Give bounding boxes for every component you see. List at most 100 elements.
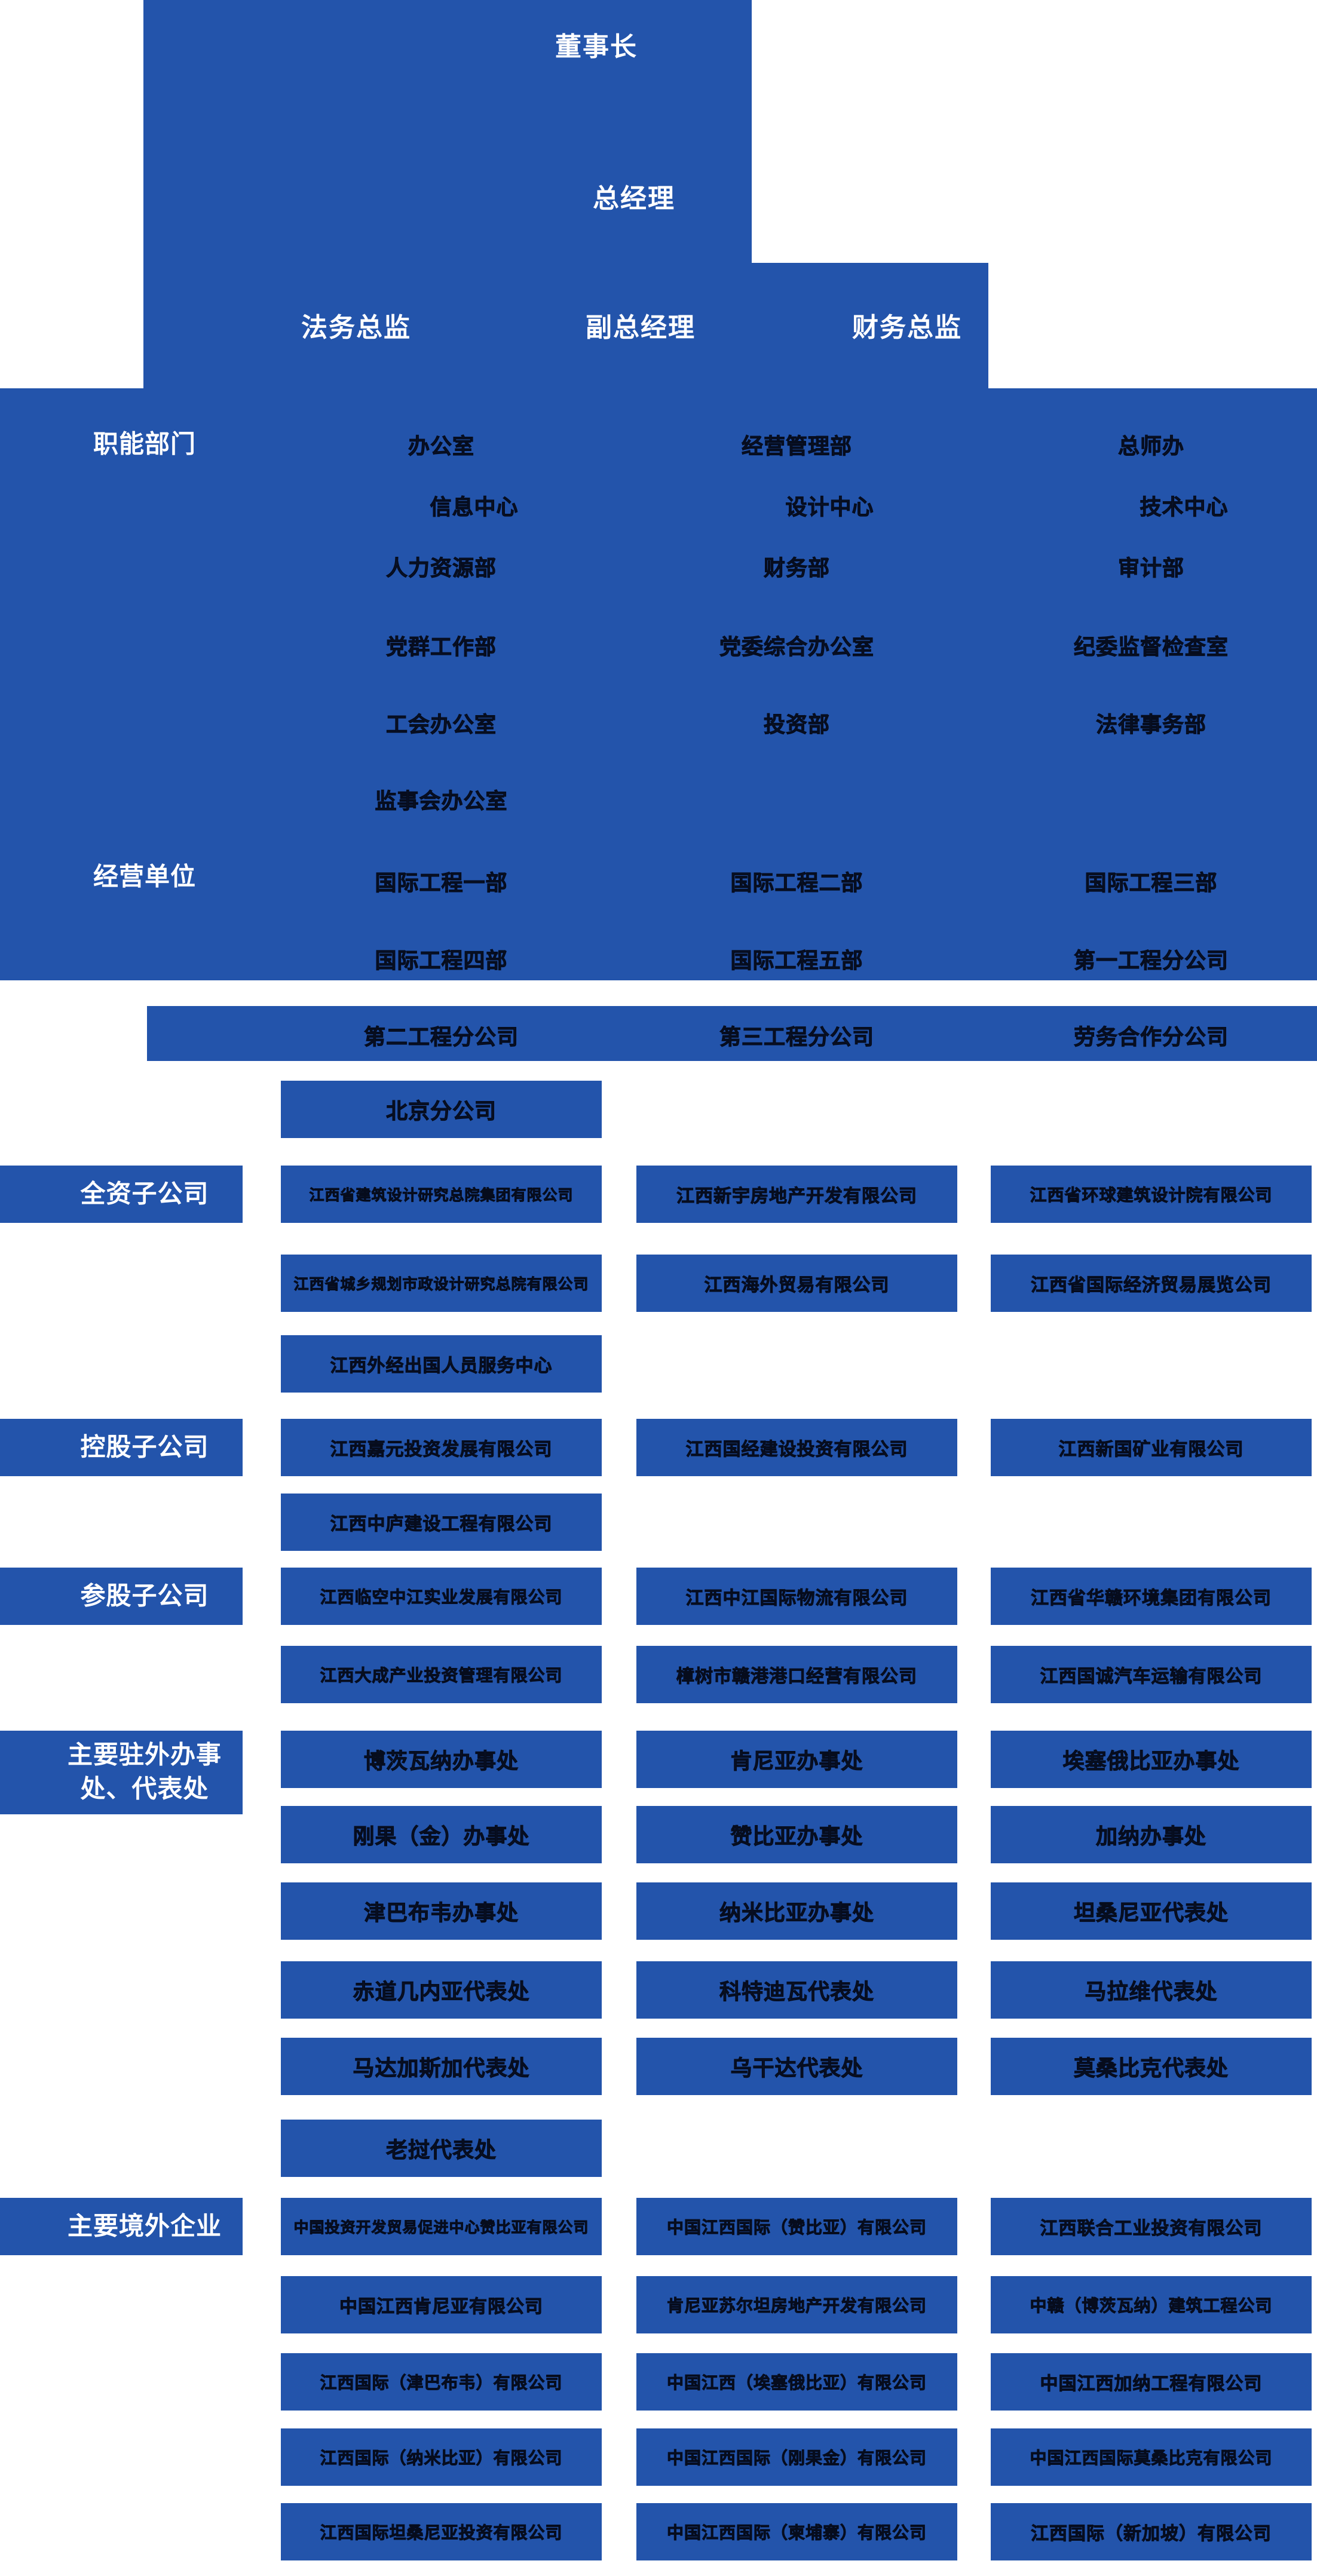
org-box: 中赣（博茨瓦纳）建筑工程公司 — [991, 2276, 1312, 2333]
org-box: 北京分公司 — [281, 1081, 602, 1138]
org-box-label: 中国江西国际（赞比亚）有限公司 — [666, 2218, 927, 2237]
org-box-label: 江西大成产业投资管理有限公司 — [320, 1666, 563, 1685]
org-box: 江西联合工业投资有限公司 — [991, 2198, 1312, 2255]
org-box-label: 刚果（金）办事处 — [353, 1824, 530, 1849]
org-box: 江西国诚汽车运输有限公司 — [991, 1646, 1312, 1703]
org-box: 江西中庐建设工程有限公司 — [281, 1494, 602, 1551]
org-box-label: 国际工程四部 — [375, 948, 508, 973]
org-cell: 投资部 — [763, 707, 831, 738]
org-box: 中国江西肯尼亚有限公司 — [281, 2276, 602, 2333]
org-box-label: 中赣（博茨瓦纳）建筑工程公司 — [1030, 2296, 1273, 2316]
section-label: 参股子公司 — [80, 1581, 209, 1610]
org-box-label: 赞比亚办事处 — [730, 1824, 863, 1849]
org-box-label: 人力资源部 — [385, 556, 497, 581]
org-box-label: 江西省环球建筑设计院有限公司 — [1030, 1186, 1273, 1205]
label-strip — [0, 1731, 243, 1814]
org-box-label: 中国江西（埃塞俄比亚）有限公司 — [666, 2373, 927, 2393]
org-cell: 国际工程三部 — [1085, 866, 1217, 897]
org-box: 樟树市赣港港口经营有限公司 — [636, 1646, 957, 1703]
org-box-label: 中国江西国际莫桑比克有限公司 — [1030, 2449, 1273, 2468]
org-box-label: 津巴布韦办事处 — [363, 1900, 519, 1925]
org-box: 江西外经出国人员服务中心 — [281, 1335, 602, 1393]
org-cell: 国际工程二部 — [730, 866, 863, 897]
org-box-label: 赤道几内亚代表处 — [353, 1979, 530, 2004]
org-box-label: 经营管理部 — [741, 434, 853, 459]
label-strip — [0, 1568, 243, 1625]
org-box-label: 加纳办事处 — [1095, 1824, 1206, 1849]
org-box-label: 第二工程分公司 — [363, 1025, 519, 1050]
org-box-label: 中国江西国际（刚果金）有限公司 — [666, 2449, 927, 2468]
org-cell: 党群工作部 — [385, 630, 497, 661]
org-cell: 信息中心 — [430, 490, 518, 521]
org-box: 中国江西（埃塞俄比亚）有限公司 — [636, 2353, 957, 2411]
directors-block — [143, 263, 988, 388]
org-box-label: 第三工程分公司 — [719, 1025, 875, 1050]
org-cell: 设计中心 — [785, 490, 874, 521]
org-box-label: 老挝代表处 — [385, 2138, 497, 2163]
org-box: 江西海外贸易有限公司 — [636, 1255, 957, 1312]
org-box-label: 江西省华赣环境集团有限公司 — [1031, 1588, 1272, 1609]
org-cell: 第二工程分公司 — [363, 1020, 519, 1051]
branch-row-band — [147, 1006, 1317, 1061]
org-box: 赞比亚办事处 — [636, 1806, 957, 1863]
org-cell: 经营管理部 — [741, 429, 853, 460]
legal-director-title: 法务总监 — [301, 313, 411, 342]
org-box-label: 纳米比亚办事处 — [719, 1900, 874, 1925]
org-box-label: 信息中心 — [430, 495, 519, 520]
org-box: 中国江西国际（刚果金）有限公司 — [636, 2428, 957, 2486]
org-box-label: 江西海外贸易有限公司 — [704, 1275, 890, 1296]
org-box-label: 江西临空中江实业发展有限公司 — [320, 1588, 563, 1607]
org-box-label: 北京分公司 — [385, 1099, 497, 1124]
departments-background — [0, 388, 1317, 980]
org-box-label: 法律事务部 — [1095, 712, 1207, 737]
org-box-label: 江西嘉元投资发展有限公司 — [330, 1440, 553, 1460]
label-strip — [0, 2198, 243, 2255]
org-box: 中国江西国际（赞比亚）有限公司 — [636, 2198, 957, 2255]
org-box: 刚果（金）办事处 — [281, 1806, 602, 1863]
org-box-label: 江西新国矿业有限公司 — [1058, 1440, 1244, 1460]
org-box-label: 樟树市赣港港口经营有限公司 — [676, 1667, 917, 1687]
org-box-label: 马拉维代表处 — [1085, 1979, 1218, 2004]
general-manager-title: 总经理 — [593, 184, 675, 213]
org-cell: 国际工程四部 — [375, 943, 507, 974]
org-box: 江西国际（新加坡）有限公司 — [991, 2503, 1312, 2560]
org-box: 江西国经建设投资有限公司 — [636, 1419, 957, 1476]
deputy-general-manager-title: 副总经理 — [586, 313, 696, 342]
chairman-title: 董事长 — [555, 32, 638, 62]
section-label: 控股子公司 — [80, 1433, 209, 1461]
org-box: 纳米比亚办事处 — [636, 1882, 957, 1940]
org-box: 江西中江国际物流有限公司 — [636, 1568, 957, 1625]
org-cell: 总师办 — [1117, 429, 1184, 460]
org-cell: 工会办公室 — [385, 707, 497, 738]
org-box-label: 中国江西国际（柬埔寨）有限公司 — [666, 2523, 927, 2543]
org-box: 加纳办事处 — [991, 1806, 1312, 1863]
org-box: 江西国际（纳米比亚）有限公司 — [281, 2428, 602, 2486]
org-cell: 国际工程五部 — [730, 943, 863, 974]
org-box-label: 科特迪瓦代表处 — [719, 1979, 874, 2004]
section-label: 经营单位 — [93, 862, 196, 891]
org-box: 中国江西加纳工程有限公司 — [991, 2353, 1312, 2411]
org-box-label: 中国江西加纳工程有限公司 — [1040, 2374, 1263, 2394]
org-box-label: 江西中江国际物流有限公司 — [685, 1588, 908, 1609]
org-box: 莫桑比克代表处 — [991, 2038, 1312, 2095]
org-box: 江西省建筑设计研究总院集团有限公司 — [281, 1166, 602, 1223]
org-box: 江西新宇房地产开发有限公司 — [636, 1166, 957, 1223]
org-box-label: 江西国经建设投资有限公司 — [685, 1440, 908, 1460]
org-box-label: 国际工程二部 — [730, 870, 863, 896]
org-box: 江西临空中江实业发展有限公司 — [281, 1568, 602, 1625]
org-box-label: 监事会办公室 — [375, 789, 508, 814]
org-cell: 劳务合作分公司 — [1073, 1020, 1229, 1051]
org-box-label: 党委综合办公室 — [719, 634, 875, 660]
org-box: 肯尼亚苏尔坦房地产开发有限公司 — [636, 2276, 957, 2333]
section-label: 职能部门 — [93, 430, 196, 458]
org-box-label: 纪委监督检查室 — [1073, 634, 1229, 660]
org-box-label: 肯尼亚苏尔坦房地产开发有限公司 — [666, 2296, 927, 2316]
org-box-label: 乌干达代表处 — [730, 2056, 863, 2081]
org-box: 江西省华赣环境集团有限公司 — [991, 1568, 1312, 1625]
org-box-label: 投资部 — [763, 712, 831, 737]
org-box-label: 莫桑比克代表处 — [1073, 2056, 1229, 2081]
org-cell: 第一工程分公司 — [1073, 943, 1229, 974]
org-box-label: 设计中心 — [785, 495, 874, 520]
org-box-label: 财务部 — [763, 556, 831, 581]
org-box: 乌干达代表处 — [636, 2038, 957, 2095]
